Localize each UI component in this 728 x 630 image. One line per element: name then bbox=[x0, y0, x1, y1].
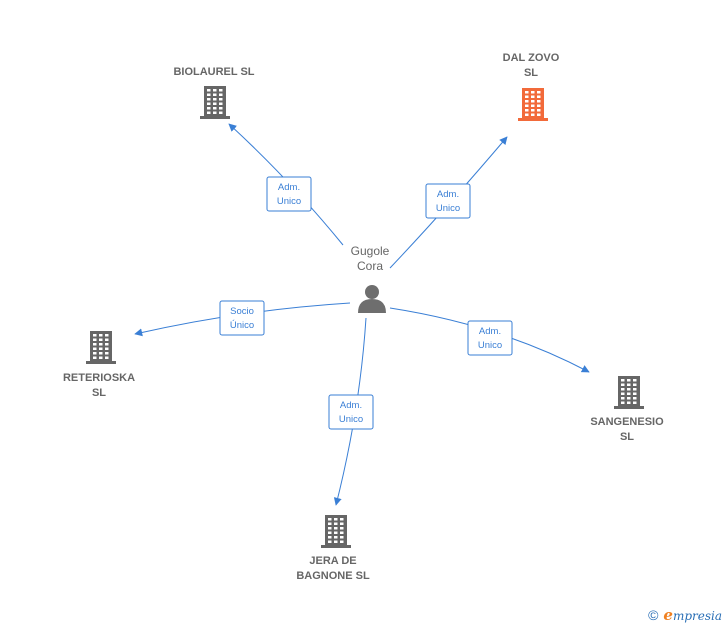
relation-label-reterioska: Socio Único bbox=[219, 300, 265, 336]
svg-text:Adm.: Adm. bbox=[340, 400, 362, 411]
company-label-reterioska[interactable]: RETERIOSKA SL bbox=[62, 372, 136, 399]
svg-text:Unico: Unico bbox=[339, 414, 363, 425]
svg-text:Único: Único bbox=[230, 320, 254, 331]
building-icon[interactable] bbox=[200, 86, 230, 119]
company-label-biolaurel[interactable]: BIOLAUREL SL bbox=[173, 66, 255, 78]
relation-label-jera: Adm. Unico bbox=[328, 394, 374, 430]
company-label-dalzovo[interactable]: DAL ZOVO SL bbox=[502, 52, 560, 79]
svg-text:Adm.: Adm. bbox=[437, 189, 459, 200]
person-name[interactable]: Gugole Cora bbox=[330, 244, 410, 274]
building-icon[interactable] bbox=[321, 515, 351, 548]
relation-label-sangenesio: Adm. Unico bbox=[467, 320, 513, 356]
person-icon[interactable] bbox=[358, 285, 386, 313]
svg-text:Adm.: Adm. bbox=[278, 182, 300, 193]
company-label-sangenesio[interactable]: SANGENESIO SL bbox=[590, 416, 664, 443]
building-icon[interactable] bbox=[614, 376, 644, 409]
svg-text:Unico: Unico bbox=[277, 196, 301, 207]
building-icon[interactable] bbox=[86, 331, 116, 364]
relation-label-dalzovo: Adm. Unico bbox=[425, 183, 471, 219]
brand-logo[interactable]: empresia bbox=[663, 606, 722, 624]
svg-text:Unico: Unico bbox=[478, 340, 502, 351]
person-name-line2: Cora bbox=[356, 259, 383, 273]
svg-text:Unico: Unico bbox=[436, 203, 460, 214]
copyright-icon: © bbox=[648, 607, 659, 623]
person-name-line1: Gugole bbox=[350, 244, 390, 258]
svg-text:Adm.: Adm. bbox=[479, 326, 501, 337]
building-icon[interactable] bbox=[518, 88, 548, 121]
company-label-jera[interactable]: JERA DE BAGNONE SL bbox=[296, 555, 370, 582]
svg-text:Socio: Socio bbox=[230, 306, 254, 317]
brand-footer: © empresia bbox=[648, 606, 722, 624]
relation-label-biolaurel: Adm. Unico bbox=[266, 176, 312, 212]
